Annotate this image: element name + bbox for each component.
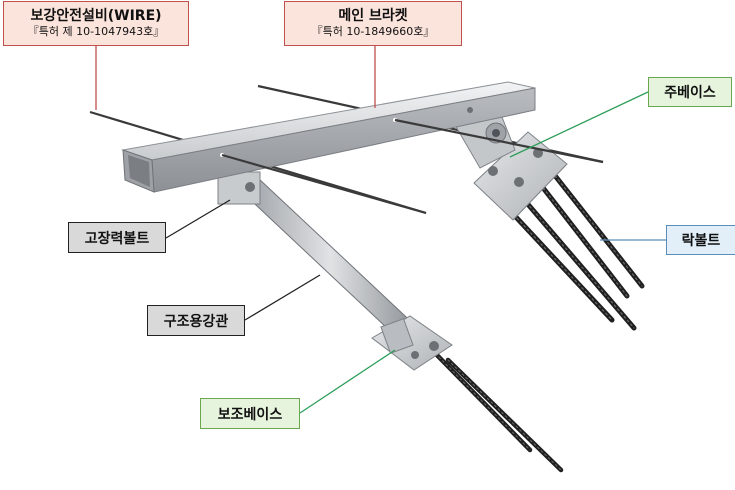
wire-label-patent: 『특허 제 10-1047943호』 (27, 25, 165, 38)
leader-lines (95, 46, 666, 414)
aux-base-plate (371, 315, 453, 371)
bracket-label: 메인 브라켓 『특허 10-1849660호』 (284, 1, 462, 46)
high-strength-bolt-label: 고장력볼트 (68, 222, 166, 253)
rock-bolts-main (497, 165, 645, 331)
wire-label-title: 보강안전설비(WIRE) (30, 8, 162, 24)
wire-label: 보강안전설비(WIRE) 『특허 제 10-1047943호』 (3, 1, 189, 46)
rock-bolts-aux (429, 347, 564, 473)
main-base-plate (454, 111, 568, 221)
main-bracket-beam (121, 81, 536, 193)
steel-pipe-label: 구조용강관 (147, 305, 245, 336)
rock-bolt-label: 락볼트 (666, 225, 735, 255)
main-base-label: 주베이스 (648, 77, 732, 107)
bracket-label-title: 메인 브라켓 (338, 8, 408, 24)
bracket-label-patent: 『특허 10-1849660호』 (311, 25, 435, 38)
wire-front (221, 118, 604, 215)
aux-base-label: 보조베이스 (200, 398, 300, 429)
